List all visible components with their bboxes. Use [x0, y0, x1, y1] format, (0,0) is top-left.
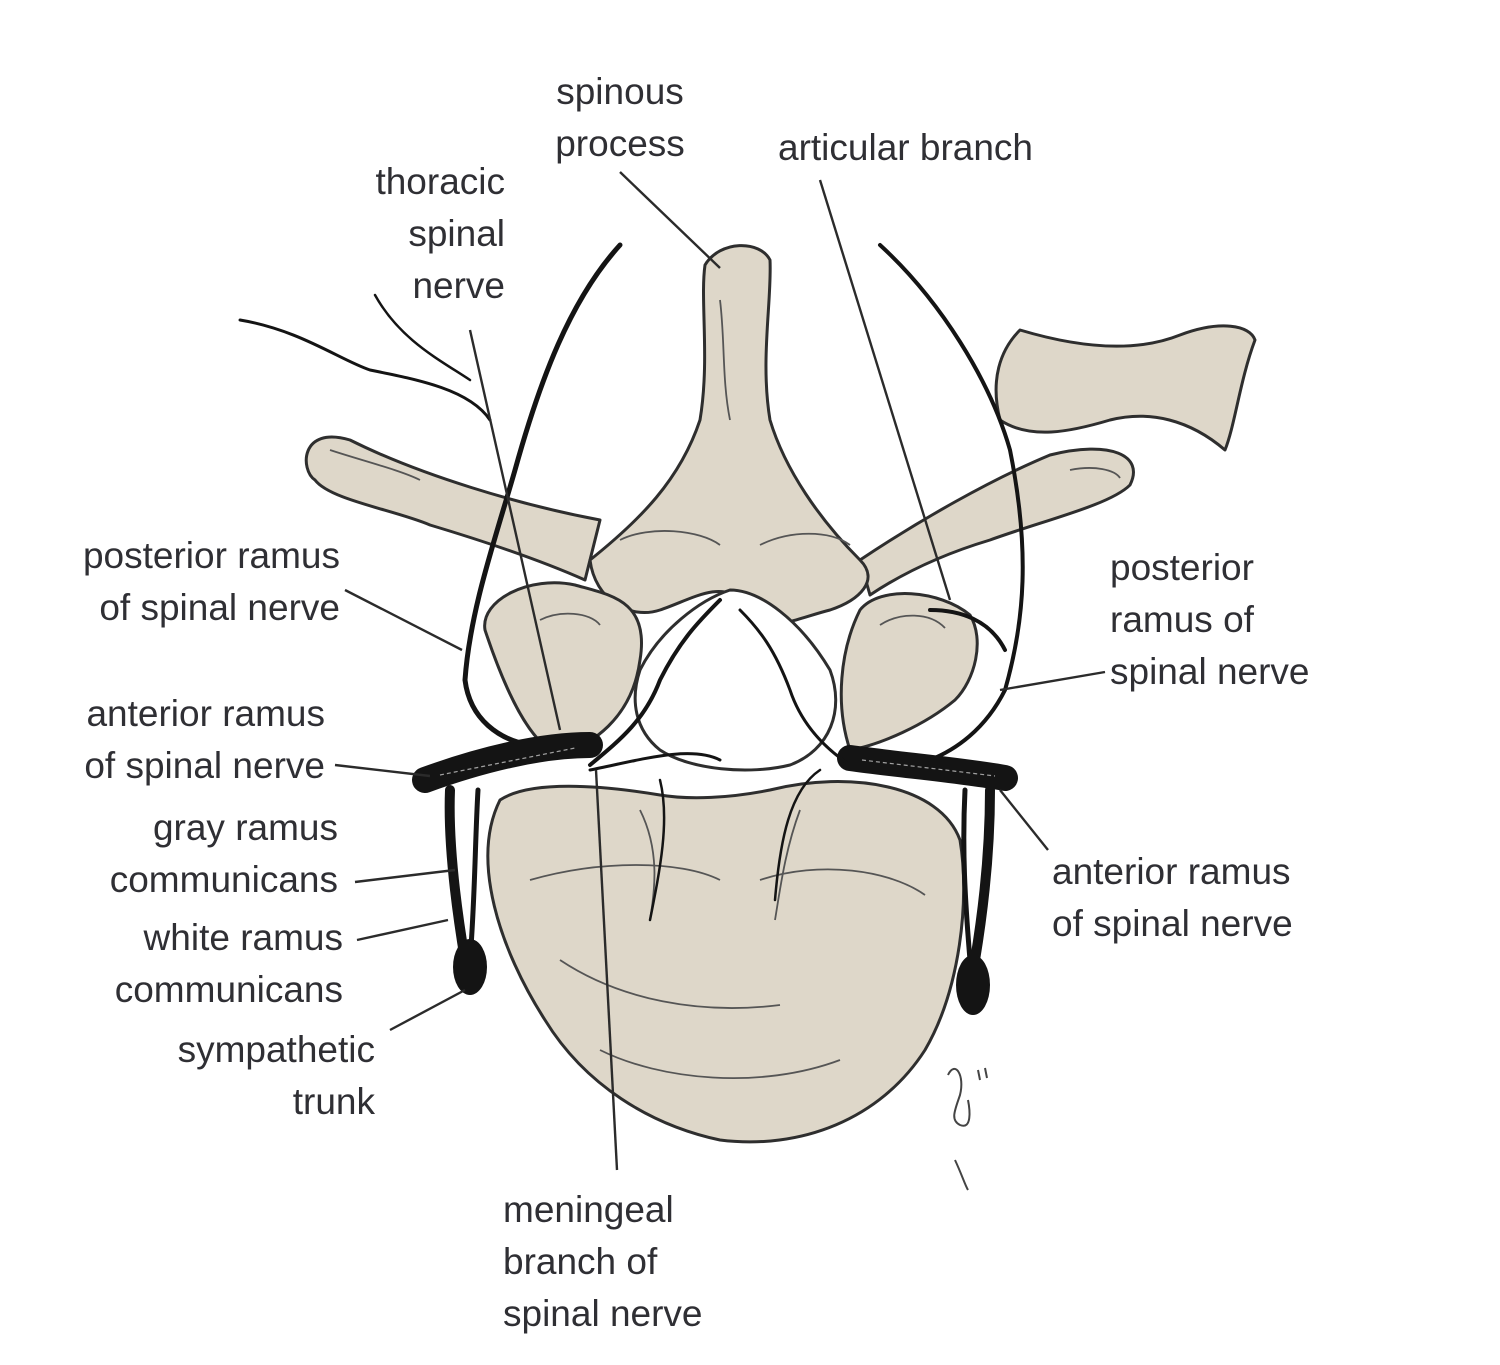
leader-spinous-process [619, 171, 721, 269]
lamina [588, 244, 870, 626]
label-posterior-ramus-right: posterior ramus of spinal nerve [1110, 547, 1310, 692]
left-pedicle [483, 581, 643, 757]
leader-sympathetic-trunk [389, 988, 466, 1032]
label-sympathetic-trunk: sympathetic trunk [177, 1029, 375, 1122]
vertebra-bone [304, 244, 1257, 1144]
label-posterior-ramus-left: posterior ramus of spinal nerve [82, 535, 340, 628]
nerves [238, 242, 1025, 965]
leader-anterior-ramus-left [334, 763, 431, 778]
right-gray-ramus [970, 785, 995, 965]
leader-gray-ramus [354, 868, 456, 884]
leader-articular-branch [818, 179, 952, 601]
right-posterior-ramus [878, 243, 1025, 762]
right-pedicle [839, 592, 979, 752]
leader-anterior-ramus-right [999, 789, 1049, 851]
right-sympathetic-ganglion [956, 955, 990, 1015]
leader-white-ramus [356, 918, 449, 942]
left-white-ramus [467, 787, 481, 963]
bone-surface-details [329, 299, 1121, 1079]
left-transverse-process [304, 435, 602, 582]
leader-posterior-ramus-left [344, 588, 463, 652]
left-anterior-ramus [412, 732, 603, 793]
label-gray-ramus: gray ramus communicans [109, 807, 338, 900]
right-rib-stub [994, 324, 1257, 452]
left-sympathetic-ganglion [453, 939, 487, 995]
right-transverse-process [858, 447, 1135, 597]
label-anterior-ramus-left: anterior ramus of spinal nerve [84, 693, 325, 786]
leader-meningeal-branch [594, 769, 619, 1171]
hatch-marks [439, 747, 996, 777]
label-white-ramus: white ramus communicans [114, 917, 343, 1010]
vertebral-body [486, 780, 966, 1144]
right-white-ramus [961, 787, 973, 963]
leader-lines [334, 171, 1106, 1171]
label-anterior-ramus-right: anterior ramus of spinal nerve [1052, 851, 1293, 944]
leader-thoracic-spinal-nerve [468, 329, 562, 731]
label-spinous-process: spinous process [555, 71, 685, 164]
label-thoracic-spinal-nerve: thoracic spinal nerve [375, 161, 505, 306]
label-meningeal-branch: meningeal branch of spinal nerve [503, 1189, 703, 1334]
spinal-canal [633, 588, 838, 772]
label-articular-branch: articular branch [778, 127, 1034, 168]
left-posterior-ramus [462, 242, 623, 748]
left-gray-ramus [444, 785, 470, 965]
sympathetic-ganglia [453, 939, 990, 1015]
artist-signature [947, 1067, 988, 1191]
leader-posterior-ramus-right [999, 670, 1106, 692]
